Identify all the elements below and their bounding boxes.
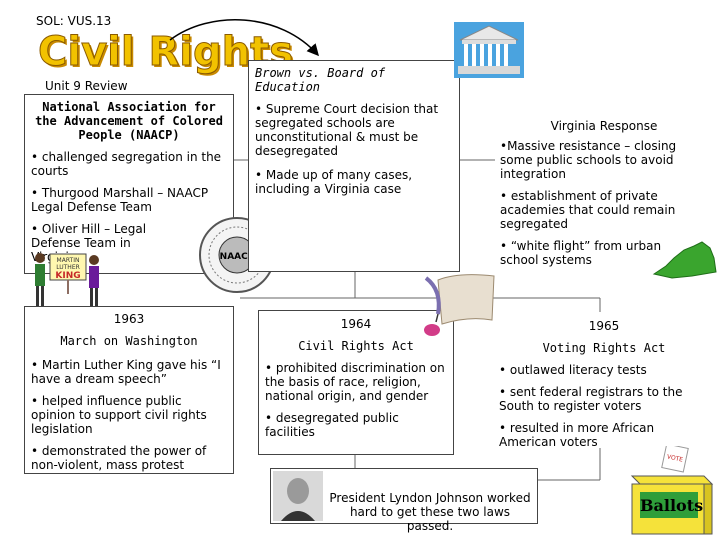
svg-text:VOTE: VOTE — [666, 453, 683, 463]
lbj-text: President Lyndon Johnson worked hard to … — [329, 491, 531, 533]
virginia-map — [652, 238, 718, 282]
naacp-box: National Association for the Advancement… — [24, 94, 234, 274]
seal-text: NAACP — [220, 252, 255, 262]
march-title: March on Washington — [60, 334, 198, 348]
svg-text:KING: KING — [55, 271, 80, 281]
naacp-bullet-2: • Thurgood Marshall – NAACP Legal Defens… — [31, 186, 209, 214]
courthouse-icon — [454, 22, 524, 78]
svg-text:LUTHER: LUTHER — [56, 264, 80, 271]
portrait-icon — [273, 471, 323, 521]
vra-year: 1965 — [588, 319, 620, 333]
brown-bullet-2: • Made up of many cases, including a Vir… — [255, 168, 413, 196]
unit-label: Unit 9 Review — [45, 79, 128, 93]
cra-bullet-2: • desegregated public facilities — [265, 411, 399, 439]
marchers-image: MARTIN LUTHER KING — [30, 250, 105, 310]
map-icon — [652, 241, 717, 279]
voting-rights-act-box: 1965 Voting Rights Act • outlawed litera… — [494, 312, 714, 449]
march-bullet-3: • demonstrated the power of non-violent,… — [31, 444, 207, 472]
naacp-bullet-1: • challenged segregation in the courts — [31, 150, 222, 178]
brown-title: Brown vs. Board of Education — [255, 66, 386, 94]
brown-bullet-1: • Supreme Court decision that segregated… — [255, 102, 439, 158]
march-bullet-2: • helped influence public opinion to sup… — [31, 394, 207, 436]
virginia-box: Virginia Response •Massive resistance – … — [495, 110, 713, 273]
ballots-label: Ballots — [640, 496, 704, 515]
naacp-title: National Association for the Advancement… — [35, 100, 223, 142]
vra-bullet-2: • sent federal registrars to the South t… — [499, 385, 683, 413]
virginia-bullet-3: • “white flight” from urban school syste… — [500, 239, 662, 267]
vra-bullet-1: • outlawed literacy tests — [499, 363, 647, 377]
march-year: 1963 — [113, 312, 145, 326]
marchers-icon: MARTIN LUTHER KING — [35, 253, 99, 306]
lbj-portrait — [273, 471, 323, 521]
vra-bullet-3: • resulted in more African American vote… — [499, 421, 655, 449]
svg-text:MARTIN: MARTIN — [57, 257, 80, 264]
cra-year: 1964 — [340, 317, 372, 331]
arrow-title-to-brown — [169, 19, 319, 57]
sol-label: SOL: VUS.13 — [36, 14, 112, 28]
virginia-bullet-1: •Massive resistance – closing some publi… — [500, 139, 677, 181]
virginia-title: Virginia Response — [550, 119, 658, 133]
cra-title: Civil Rights Act — [298, 339, 414, 353]
brown-box: Brown vs. Board of Education • Supreme C… — [248, 60, 460, 272]
quill-scroll-image — [418, 270, 500, 340]
civil-rights-act-box: 1964 Civil Rights Act • prohibited discr… — [258, 310, 454, 455]
march-box: 1963 March on Washington • Martin Luther… — [24, 306, 234, 474]
supreme-court-image — [454, 22, 524, 78]
virginia-bullet-2: • establishment of private academies tha… — [500, 189, 676, 231]
ballot-box-image: VOTE Ballots — [622, 446, 714, 536]
march-bullet-1: • Martin Luther King gave his “I have a … — [31, 358, 221, 386]
quill-icon — [424, 274, 495, 336]
lbj-box: President Lyndon Johnson worked hard to … — [270, 468, 538, 533]
cra-bullet-1: • prohibited discrimination on the basis… — [265, 361, 445, 403]
ballot-box-icon: VOTE — [630, 446, 714, 535]
vra-title: Voting Rights Act — [542, 341, 666, 355]
